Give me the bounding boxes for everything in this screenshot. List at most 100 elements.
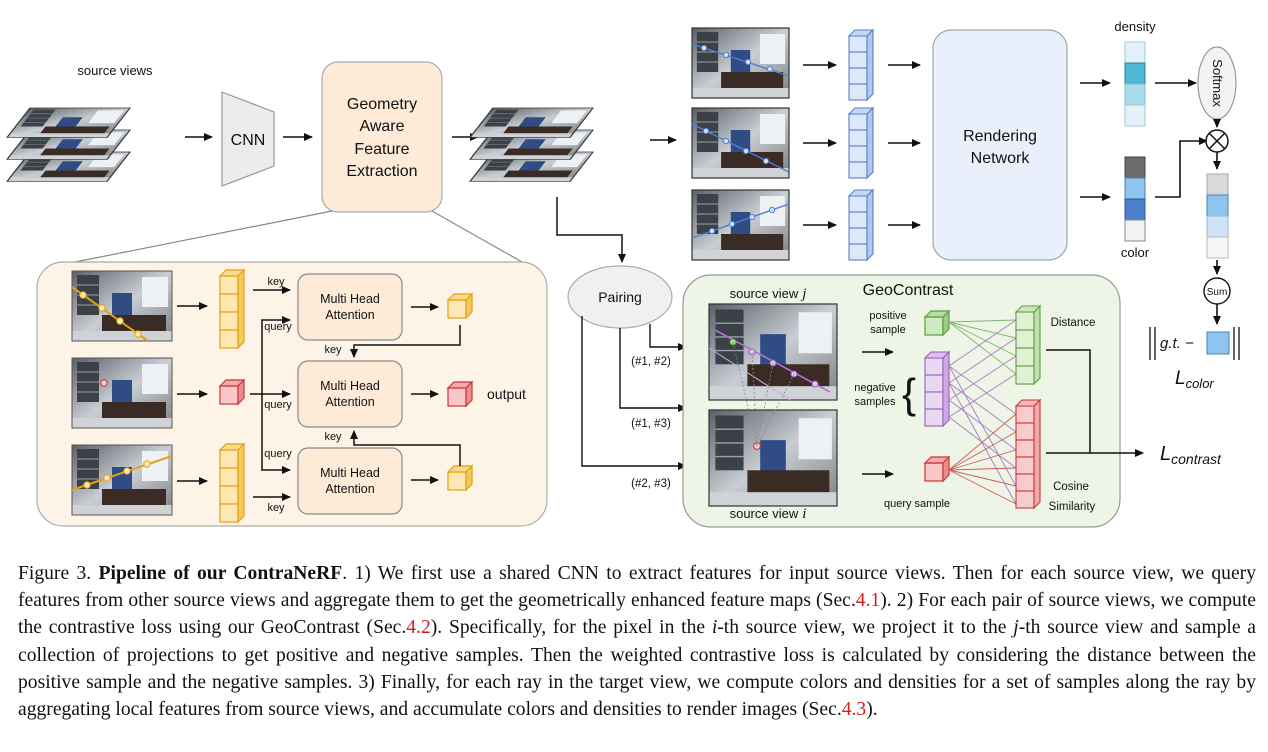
distance-label: Distance [1051,317,1096,329]
color-label: color [1121,245,1150,260]
query-label-2: query [264,399,292,411]
source-view-i-var: i [802,506,806,522]
attention-view-3 [71,444,173,516]
mha-1-line-2: Attention [325,308,374,322]
caption-text-4: -th source view, we project it to the [717,617,1014,639]
query-label-1: query [264,321,292,333]
color-loss-symbol: L [1175,368,1186,389]
mha-3-line-1: Multi Head [320,466,380,480]
figure-caption: Figure 3. Pipeline of our ContraNeRF. 1)… [18,560,1256,723]
geocontrast-view-i [708,409,838,507]
geocontrast-title: GeoContrast [863,282,954,299]
gafe-line-4: Extraction [346,163,417,180]
key-label-2: key [324,344,342,356]
target-view-3 [691,189,790,261]
mha-2-line-2: Attention [325,395,374,409]
sum-label: Sum [1207,287,1228,298]
source-views-stack [6,107,131,182]
mha-1-line-1: Multi Head [320,292,380,306]
target-view-1 [691,27,790,99]
negative-line-1: negative [854,382,896,394]
attention-view-2 [71,357,173,429]
pair-label-1: (#1, #2) [631,356,671,368]
mha-block-3 [297,447,403,515]
caption-text-2: ). 2) For each pair of source views, we … [18,590,1256,639]
mha-2-line-1: Multi Head [320,379,380,393]
gafe-line-1: Geometry [347,96,417,113]
source-view-j-text: source view [730,286,799,301]
pipeline-figure: source views CNN Geometry Aware Feature … [6,19,1240,528]
mha-block-1 [297,273,403,341]
feature-maps-stack [469,107,594,182]
color-column [1124,156,1146,242]
caption-var-j: j [1013,617,1019,639]
distance-column [1014,304,1042,386]
density-label: density [1114,19,1156,34]
mha-block-2 [297,360,403,428]
attention-query-cube [219,379,245,405]
density-column [1124,41,1146,127]
negative-line-2: samples [855,396,896,408]
projection-lines [732,341,795,447]
caption-text-3: ). Specifically, for the pixel in the [430,617,712,639]
pair-label-3: (#2, #3) [631,478,671,490]
geocontrast-view-j [708,303,838,401]
caption-bold-title: Pipeline of our ContraNeRF [98,563,343,584]
positive-line-2: sample [870,324,905,336]
gafe-line-2: Aware [359,118,404,135]
key-label-4: key [267,502,285,514]
ray-feature-column-2 [848,107,874,179]
positive-sample-cube [924,310,950,336]
negative-samples-column [923,350,951,428]
caption-ref-4-3[interactable]: 4.3 [841,699,867,721]
contrast-loss-symbol: L [1160,443,1171,465]
key-label-3: key [324,431,342,443]
attention-feature-column-1 [219,269,245,349]
pairing-label: Pairing [598,289,642,305]
mha-1-output-cube [447,293,473,319]
mha-3-output-cube [447,465,473,491]
svg-text:Lcolor: Lcolor [1175,368,1214,391]
color-loss-formula: g.t. − Lcolor [1149,327,1240,391]
weighted-color-column [1206,173,1229,259]
rendering-network-block [932,29,1068,261]
source-views-label: source views [77,63,153,78]
color-loss-subscript: color [1186,376,1215,391]
query-sample-cube [924,456,950,482]
attention-view-1 [71,270,173,342]
cosine-label: Cosine [1053,481,1089,493]
pair-label-2: (#1, #3) [631,418,671,430]
caption-ref-4-2[interactable]: 4.2 [406,617,431,639]
svg-text:Lcontrast: Lcontrast [1160,443,1222,467]
multiply-icon [1205,129,1229,153]
ray-feature-column-3 [848,189,874,261]
rendering-line-2: Network [971,150,1031,167]
caption-text-6: ). [866,699,878,721]
caption-text-5: -th source view and sample a collection … [18,617,1256,721]
caption-var-i: i [711,617,718,639]
negative-brace-icon: { [902,370,916,417]
caption-ref-4-1[interactable]: 4.1 [855,590,881,612]
positive-line-1: positive [869,310,906,322]
query-sample-label: query sample [884,498,950,510]
cnn-label: CNN [231,132,266,149]
rendering-line-1: Rendering [963,128,1037,145]
caption-figure-number: Figure 3. [18,563,92,584]
output-label: output [487,386,526,402]
gafe-line-3: Feature [354,141,409,158]
softmax-label: Softmax [1210,59,1225,107]
similarity-label: Similarity [1049,501,1096,513]
mha-3-line-2: Attention [325,482,374,496]
cosine-similarity-column [1014,398,1042,510]
gt-minus-text: g.t. − [1160,335,1194,352]
source-view-i-text: source view [730,506,799,521]
distance-connections [948,319,1017,505]
ray-feature-column-1 [848,29,874,101]
caption-text-1: . 1) We first use a shared CNN to extrac… [18,563,1256,612]
source-view-j-var: j [800,286,806,302]
target-view-2 [691,107,790,179]
gafe-block [321,61,443,213]
contrast-loss-subscript: contrast [1171,451,1222,467]
